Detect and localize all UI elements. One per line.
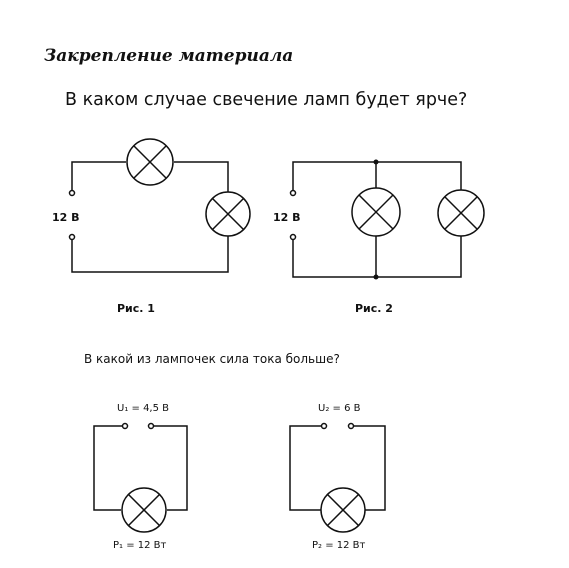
fig1-lamp-1-icon	[126, 138, 174, 186]
fig2-voltage-label: 12 В	[273, 211, 301, 224]
fig2-caption: Рис. 2	[355, 302, 393, 315]
circuit1-terminal-left	[121, 422, 129, 430]
fig1-terminal-top	[68, 189, 76, 197]
fig1-wire-top-right	[174, 161, 229, 192]
fig2-terminal-top	[289, 189, 297, 197]
circuit-2	[289, 422, 386, 533]
fig1-wire-bottom	[71, 236, 229, 273]
circuit1-wire-right	[154, 425, 188, 511]
circuit1-terminal-right	[147, 422, 155, 430]
fig2-junction-bottom	[373, 274, 379, 280]
fig1-terminal-bottom	[68, 233, 76, 241]
fig1-caption: Рис. 1	[117, 302, 155, 315]
circuit2-voltage-label: U₂ = 6 В	[318, 403, 361, 414]
circuit2-power-label: P₂ = 12 Вт	[312, 540, 366, 551]
circuit2-lamp-icon	[320, 487, 366, 533]
circuit-1	[93, 422, 188, 533]
fig2-lamp-1-icon	[351, 187, 401, 237]
circuit1-wire-left	[93, 425, 122, 511]
circuit1-power-label: P₁ = 12 Вт	[113, 540, 167, 551]
section-heading: Закрепление материала	[44, 46, 294, 66]
fig1-wire-top	[71, 161, 126, 190]
question-current: В какой из лампочек сила тока больше?	[84, 352, 340, 366]
circuit2-wire-right	[354, 425, 386, 511]
fig2-junction-top	[373, 159, 379, 165]
circuit2-terminal-right	[347, 422, 355, 430]
fig2-terminal-bottom	[289, 233, 297, 241]
circuit1-lamp-icon	[121, 487, 167, 533]
circuit2-terminal-left	[320, 422, 328, 430]
fig2-wire-top	[292, 161, 462, 190]
circuit1-voltage-label: U₁ = 4,5 В	[117, 403, 169, 414]
figure-1-series-circuit	[68, 138, 251, 273]
question-brightness: В каком случае свечение ламп будет ярче?	[65, 90, 468, 110]
fig1-lamp-2-icon	[205, 191, 251, 237]
figure-2-parallel-circuit	[289, 159, 485, 280]
circuit2-wire-left	[289, 425, 321, 511]
fig1-voltage-label: 12 В	[52, 211, 80, 224]
fig2-lamp-2-icon	[437, 189, 485, 237]
fig2-wire-bottom	[292, 236, 462, 278]
